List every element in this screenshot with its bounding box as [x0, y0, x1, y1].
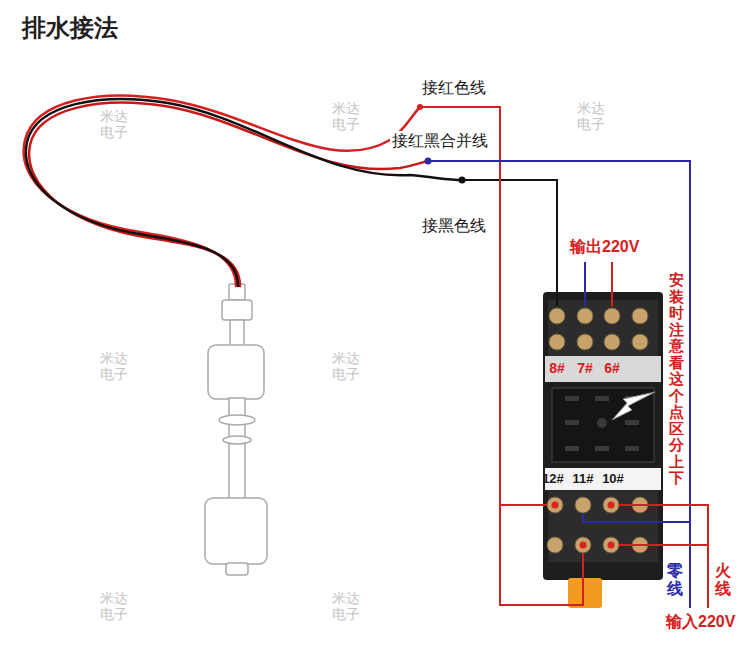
stem-ring	[219, 415, 255, 425]
terminal-dots	[552, 502, 615, 549]
install-note: 安装时注意看这个点区分上下	[667, 272, 686, 487]
blue-line	[583, 513, 690, 522]
pin-number: 8#	[549, 360, 565, 377]
label-band	[545, 356, 661, 382]
voltage-label: 输入220V	[664, 612, 737, 631]
watermark: 米达 电子	[330, 350, 362, 382]
upper-float	[208, 345, 264, 399]
hole	[625, 420, 639, 425]
output-line	[611, 262, 613, 306]
diagram-title: 排水接法	[22, 12, 118, 44]
wire-end	[459, 177, 466, 184]
screw	[603, 537, 619, 553]
watermark: 米达 电子	[98, 108, 130, 140]
screw	[575, 497, 591, 513]
screw	[603, 497, 619, 513]
watermark: 米达 电子	[330, 590, 362, 622]
dot	[580, 542, 587, 549]
red-line	[500, 504, 547, 506]
live-line	[619, 544, 708, 546]
relay-socket	[543, 292, 663, 608]
stem	[229, 398, 245, 500]
output-line	[584, 262, 586, 306]
hole	[565, 396, 579, 401]
watermark: 米达 电子	[98, 590, 130, 622]
black-wire	[26, 99, 462, 286]
black-line	[462, 180, 557, 306]
wiring-lines	[420, 107, 708, 608]
center-dot	[597, 418, 607, 428]
lower-float	[205, 498, 267, 564]
live-line	[619, 505, 708, 608]
screw	[575, 537, 591, 553]
screw	[549, 334, 565, 350]
hole	[595, 396, 609, 401]
float-cable	[24, 96, 462, 286]
terminal-screws	[547, 308, 648, 553]
thread	[230, 320, 244, 346]
screw	[547, 537, 563, 553]
pin-number: 12#	[542, 471, 564, 487]
release-clip	[568, 578, 602, 608]
screw	[632, 308, 648, 324]
screw	[604, 334, 620, 350]
float-switch	[205, 284, 267, 575]
socket-body	[543, 292, 663, 580]
screw	[604, 308, 620, 324]
dot	[608, 502, 615, 509]
hole	[625, 446, 639, 451]
watermark: 米达 电子	[575, 100, 607, 132]
screw	[577, 334, 593, 350]
hole	[595, 446, 609, 451]
terminal-block	[548, 300, 658, 356]
hole	[565, 446, 579, 451]
pin-number: 11#	[573, 471, 594, 487]
hex-nut	[222, 300, 252, 320]
stem-ring	[223, 436, 251, 444]
wire-label: 接黑色线	[420, 216, 488, 235]
dot	[552, 502, 559, 509]
pin-number: 10#	[602, 471, 624, 487]
screw	[549, 308, 565, 324]
red-wire	[29, 103, 428, 286]
pin-number: 7#	[577, 360, 593, 377]
watermark: 米达 电子	[330, 100, 362, 132]
wire-label: 接红色线	[420, 78, 488, 97]
pointer-arrow	[612, 392, 655, 420]
screw	[547, 497, 563, 513]
screw	[632, 334, 648, 350]
pin-number: 6#	[604, 360, 620, 377]
watermark: 米达 电子	[98, 350, 130, 382]
line-label: 零线	[667, 562, 683, 597]
wire-label: 接红黑合并线	[390, 131, 490, 150]
wire-end	[425, 158, 432, 165]
terminal-block	[548, 490, 658, 562]
voltage-label: 输出220V	[568, 237, 641, 256]
end-cap	[226, 563, 248, 575]
hole	[565, 420, 579, 425]
screw	[577, 308, 593, 324]
red-line	[420, 107, 583, 605]
wire-end	[417, 104, 423, 110]
socket-center	[552, 388, 654, 462]
dot	[608, 542, 615, 549]
line-label: 火线	[715, 562, 731, 597]
